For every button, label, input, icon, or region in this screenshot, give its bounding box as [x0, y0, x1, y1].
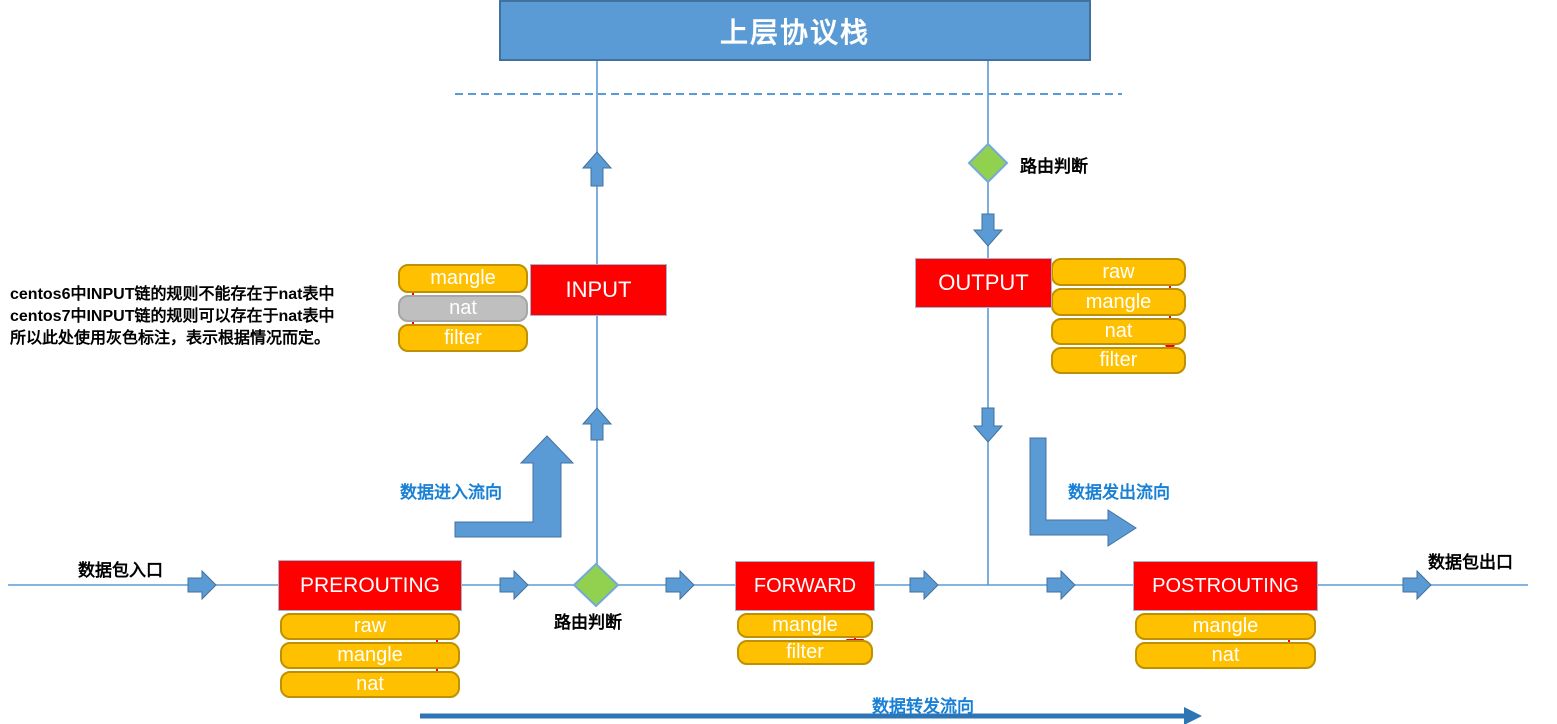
- flow-out-label: 数据发出流向: [1068, 483, 1170, 502]
- upper-protocol-stack-box: 上层协议栈: [499, 0, 1091, 61]
- output-chain-box: OUTPUT: [915, 258, 1052, 308]
- output-table-filter: filter: [1051, 347, 1186, 374]
- flow-in-bent-arrow: [454, 435, 575, 538]
- routing-decision-label-bottom: 路由判断: [554, 613, 622, 632]
- routing-decision-diamond-bottom: [572, 562, 620, 608]
- input-chain-box: INPUT: [530, 264, 667, 316]
- note-line-1: centos6中INPUT链的规则不能存在于nat表中: [10, 286, 335, 303]
- prerouting-chain-box: PREROUTING: [278, 560, 462, 611]
- output-table-nat: nat: [1051, 318, 1186, 345]
- flow-in-label: 数据进入流向: [400, 483, 502, 502]
- prerouting-table-nat: nat: [280, 671, 460, 698]
- routing-decision-label-top: 路由判断: [1020, 157, 1088, 176]
- down-block-arrow-icon: [972, 407, 1004, 443]
- right-block-arrow-icon: [1046, 569, 1076, 601]
- output-table-raw: raw: [1051, 258, 1186, 286]
- input-table-mangle: mangle: [398, 264, 528, 293]
- right-block-arrow-icon: [665, 569, 695, 601]
- prerouting-table-raw: raw: [280, 613, 460, 640]
- flow-forward-arrowhead: [1184, 707, 1202, 724]
- input-table-nat: nat: [398, 295, 528, 322]
- note-line-3: 所以此处使用灰色标注，表示根据情况而定。: [10, 330, 331, 347]
- up-block-arrow-icon: [581, 151, 613, 187]
- right-block-arrow-icon: [909, 569, 939, 601]
- note-line-2: centos7中INPUT链的规则可以存在于nat表中: [10, 308, 335, 325]
- forward-table-filter: filter: [737, 640, 873, 665]
- down-block-arrow-icon: [972, 213, 1004, 247]
- forward-chain-box: FORWARD: [735, 561, 875, 611]
- right-block-arrow-icon: [1402, 569, 1432, 601]
- right-block-arrow-icon: [499, 569, 529, 601]
- forward-table-mangle: mangle: [737, 613, 873, 638]
- centos-note: centos6中INPUT链的规则不能存在于nat表中 centos7中INPU…: [10, 284, 334, 350]
- flow-forward-label: 数据转发流向: [872, 697, 974, 716]
- packet-in-label: 数据包入口: [78, 561, 163, 580]
- postrouting-table-nat: nat: [1135, 642, 1316, 669]
- routing-decision-diamond-top: [967, 142, 1009, 184]
- postrouting-table-mangle: mangle: [1135, 613, 1316, 640]
- postrouting-chain-box: POSTROUTING: [1133, 561, 1318, 611]
- output-table-mangle: mangle: [1051, 288, 1186, 316]
- prerouting-table-mangle: mangle: [280, 642, 460, 669]
- flow-out-bent-arrow: [1029, 437, 1137, 547]
- up-block-arrow-icon: [581, 407, 613, 441]
- input-table-filter: filter: [398, 324, 528, 352]
- packet-out-label: 数据包出口: [1428, 553, 1513, 572]
- right-block-arrow-icon: [187, 569, 217, 601]
